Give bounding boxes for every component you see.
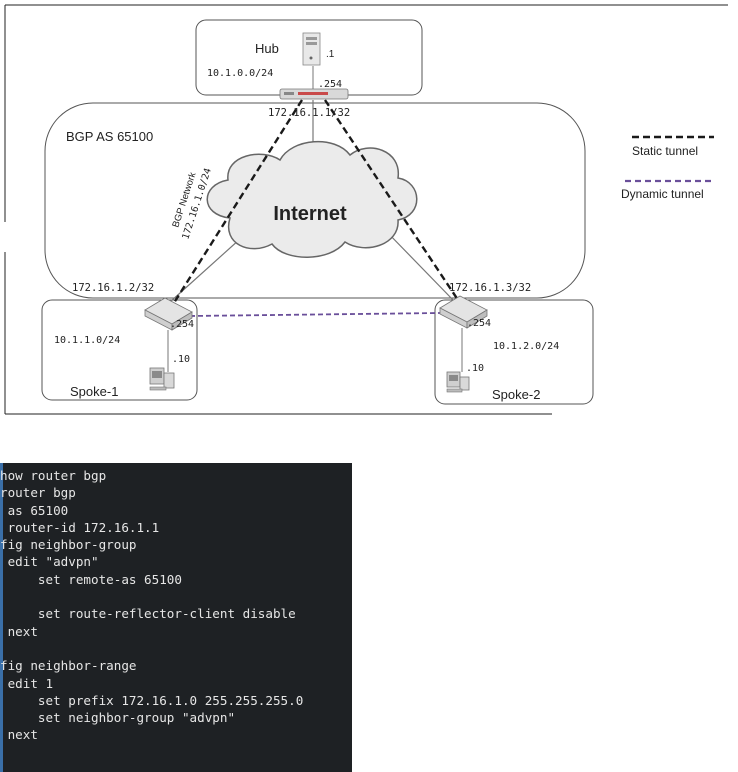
bgp-as-label: BGP AS 65100 <box>66 129 153 144</box>
legend-static-label: Static tunnel <box>632 144 698 158</box>
terminal-line: next <box>0 623 38 639</box>
terminal-line: as 65100 <box>0 502 69 518</box>
terminal-line: set prefix 172.16.1.0 255.255.255.0 <box>0 692 304 708</box>
terminal-line: router bgp <box>0 485 76 501</box>
hub-router-icon <box>279 88 349 100</box>
terminal-line: set route-reflector-client disable <box>0 606 296 622</box>
spoke2-pc-icon <box>446 371 470 393</box>
legend-dynamic-label: Dynamic tunnel <box>621 187 704 201</box>
hub-label: Hub <box>255 41 279 56</box>
dynamic-tunnel-spoke1-spoke2 <box>189 312 441 317</box>
terminal-panel: how router bgp router bgp as 65100 router… <box>0 463 352 772</box>
terminal-line: edit "advpn" <box>0 554 99 570</box>
spoke2-subnet: 10.1.2.0/24 <box>493 341 559 352</box>
terminal-line: set neighbor-group "advpn" <box>0 710 236 726</box>
terminal-line: set remote-as 65100 <box>0 571 182 587</box>
terminal-line: router-id 172.16.1.1 <box>0 519 160 535</box>
terminal-edge-bar <box>0 463 3 772</box>
spoke2-firewall-icon <box>439 295 488 329</box>
legend: Static tunnel Dynamic tunnel <box>621 135 714 201</box>
network-diagram: Internet Hu <box>4 4 728 415</box>
bgp-as-region <box>44 102 586 299</box>
spoke1-gw-ip: .254 <box>170 319 194 330</box>
terminal-line: edit 1 <box>0 675 54 691</box>
internet-label: Internet <box>273 203 347 225</box>
static-tunnel-hub-spoke2 <box>324 99 463 307</box>
terminal-line <box>0 588 303 605</box>
hub-subnet: 10.1.0.0/24 <box>207 68 273 79</box>
spoke1-firewall-icon <box>144 297 193 331</box>
terminal-line <box>0 640 303 657</box>
static-tunnel-hub-spoke1 <box>170 99 304 307</box>
spoke1-subnet: 10.1.1.0/24 <box>54 335 120 346</box>
spoke1-wan-ip: 172.16.1.2/32 <box>72 282 154 294</box>
spoke2-label: Spoke-2 <box>492 387 540 402</box>
hub-host-ip: .1 <box>326 49 335 60</box>
terminal-line: fig neighbor-group <box>0 537 137 553</box>
terminal-line: how router bgp <box>0 468 107 483</box>
hub-gw-ip: .254 <box>318 79 342 90</box>
terminal-line: fig neighbor-range <box>0 658 137 674</box>
spoke2-underlay-link <box>384 229 456 303</box>
spoke1-label: Spoke-1 <box>70 384 118 399</box>
spoke1-pc-icon <box>149 367 175 391</box>
internet-cloud <box>206 141 418 258</box>
spoke2-wan-ip: 172.16.1.3/32 <box>449 282 531 294</box>
terminal-output: how router bgp router bgp as 65100 router… <box>0 467 303 744</box>
spoke1-host-ip: .10 <box>172 354 190 365</box>
hub-wan-ip: 172.16.1.1/32 <box>268 107 350 119</box>
spoke2-gw-ip: .254 <box>467 318 491 329</box>
spoke2-box <box>434 299 594 405</box>
terminal-line: next <box>0 727 38 743</box>
hub-server-icon <box>302 32 321 66</box>
spoke2-host-ip: .10 <box>466 363 484 374</box>
